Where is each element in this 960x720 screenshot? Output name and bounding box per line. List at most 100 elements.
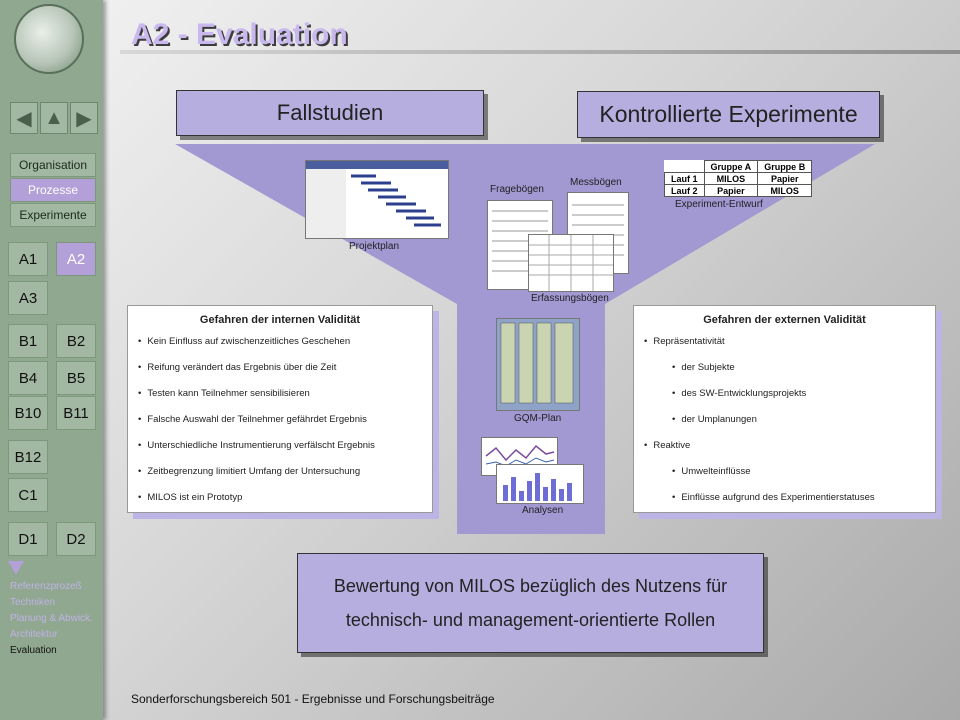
list-item: • Reaktive [644,440,935,466]
erfassungsboegen-thumbnail [528,234,614,292]
bullet-icon: • [138,414,142,425]
list-item: •der Umplanungen [644,414,935,440]
nav-button-a1[interactable]: A1 [8,242,48,276]
internal-validity-panel: Gefahren der internen Validität • Kein Ei… [127,305,433,513]
list-item-text: Falsche Auswahl der Teilnehmer gefährdet… [147,414,367,425]
nav-button-d1[interactable]: D1 [8,522,48,556]
table-header-cell: Gruppe A [703,160,759,173]
nav-button-d2[interactable]: D2 [56,522,96,556]
list-item-text: der Subjekte [681,362,735,373]
up-arrow-icon[interactable]: ▲ [40,102,68,134]
nav-button-a2[interactable]: A2 [56,242,96,276]
caption-projektplan: Projektplan [349,241,400,252]
list-item: • Reifung verändert das Ergebnis über die… [138,362,432,388]
table-header-cell: Gruppe B [757,160,813,173]
bullet-icon: • [138,440,142,451]
caption-frageboegen: Fragebögen [490,184,544,195]
sublink-planung[interactable]: Planung & Abwick. [10,613,93,624]
external-validity-title: Gefahren der externen Validität [703,314,866,326]
bullet-icon: • [644,440,648,451]
list-item: • Kein Einfluss auf zwischenzeitliches Ge… [138,336,432,362]
conclusion-line-2: technisch- und management-orientierte Ro… [345,610,716,630]
list-item-text: Repräsentativität [653,336,725,347]
table-cell: MILOS [757,184,813,197]
gqm-plan-thumbnail [496,318,580,411]
bullet-icon: • [138,362,142,373]
table-cell: MILOS [703,172,759,185]
list-item: • Zeitbegrenzung limitiert Umfang der Unt… [138,466,432,492]
nav-button-b1[interactable]: B1 [8,324,48,358]
list-item: • des SW-Entwicklungsprojekts [644,388,935,414]
bullet-icon: • [672,492,676,503]
bullet-icon: • [672,466,676,477]
nav-button-c1[interactable]: C1 [8,478,48,512]
list-item: • Testen kann Teilnehmer sensibilisieren [138,388,432,414]
list-item-text: Reaktive [653,440,691,451]
menu-organisation[interactable]: Organisation [10,153,96,177]
sublink-architektur[interactable]: Architektur [10,629,58,640]
left-arrow-icon[interactable]: ◀ [10,102,38,134]
projektplan-thumbnail [305,160,449,239]
sublink-evaluation[interactable]: Evaluation [10,645,57,656]
table-row: Lauf 2 Papier MILOS [664,184,813,197]
list-item-text: Zeitbegrenzung limitiert Umfang der Unte… [147,466,361,477]
bullet-icon: • [644,336,648,347]
nav-button-b12[interactable]: B12 [8,440,48,474]
conclusion-box: Bewertung von MILOS bezüglich des Nutzen… [297,553,764,653]
nav-button-b4[interactable]: B4 [8,361,48,395]
gantt-chart-icon [306,161,448,238]
caption-messboegen: Messbögen [570,177,622,188]
caption-erfassungsboegen: Erfassungsbögen [531,293,609,304]
bullet-icon: • [138,336,142,347]
table-row: Lauf 1 MILOS Papier [664,172,813,185]
experiment-design-table: Gruppe A Gruppe B Lauf 1 MILOS Papier La… [664,160,813,197]
menu-experimente[interactable]: Experimente [10,203,96,227]
header-kontrollierte-experimente: Kontrollierte Experimente [577,91,880,138]
bullet-icon: • [672,388,676,399]
list-item-text: Unterschiedliche Instrumentierung verfäl… [147,440,375,451]
sublink-techniken[interactable]: Techniken [10,597,56,608]
nav-button-b11[interactable]: B11 [56,396,96,430]
caption-analysen: Analysen [522,505,564,516]
caption-gqm-plan: GQM-Plan [514,413,562,424]
analysen-bar-chart-thumbnail [496,464,584,504]
menu-prozesse[interactable]: Prozesse [10,178,96,202]
list-item: • Falsche Auswahl der Teilnehmer gefährde… [138,414,432,440]
nav-button-a3[interactable]: A3 [8,281,48,315]
title-underline [120,50,960,54]
list-item-text: MILOS ist ein Prototyp [147,492,243,503]
logo [14,4,84,74]
nav-button-b5[interactable]: B5 [56,361,96,395]
right-arrow-icon[interactable]: ▶ [70,102,98,134]
table-cell: Papier [703,184,759,197]
table-cell: Lauf 2 [664,184,705,197]
down-triangle-icon[interactable] [8,561,24,575]
list-item-text: Umwelteinflüsse [681,466,751,477]
internal-validity-title: Gefahren der internen Validität [199,314,361,326]
list-item-text: Testen kann Teilnehmer sensibilisieren [147,388,310,399]
list-item: • Einflüsse aufgrund des Experimentiersta… [644,492,935,518]
bullet-icon: • [138,492,142,503]
caption-experiment-entwurf: Experiment-Entwurf [675,199,763,210]
page-title: A2 - Evaluation [131,18,348,51]
list-item-text: Kein Einfluss auf zwischenzeitliches Ges… [147,336,351,347]
bullet-icon: • [138,466,142,477]
header-fallstudien: Fallstudien [176,90,484,136]
footer-text: Sonderforschungsbereich 501 - Ergebnisse… [131,692,495,706]
table-row: Gruppe A Gruppe B [665,160,813,173]
nav-button-b10[interactable]: B10 [8,396,48,430]
list-item: • Unterschiedliche Instrumentierung verfä… [138,440,432,466]
sublink-referenzprozess[interactable]: Referenzprozeß [10,581,82,592]
bullet-icon: • [672,414,676,425]
bullet-icon: • [138,388,142,399]
conclusion-line-1: Bewertung von MILOS bezüglich des Nutzen… [333,576,728,596]
bullet-icon: • [672,362,676,373]
list-item-text: des SW-Entwicklungsprojekts [681,388,807,399]
table-cell: Papier [757,172,813,185]
list-item-text: Reifung verändert das Ergebnis über die … [147,362,337,373]
external-validity-panel: Gefahren der externen Validität • Repräse… [633,305,936,513]
list-item: • MILOS ist ein Prototyp [138,492,432,518]
list-item-text: Einflüsse aufgrund des Experimentierstat… [681,492,875,503]
nav-button-b2[interactable]: B2 [56,324,96,358]
list-item: • Repräsentativität [644,336,935,362]
